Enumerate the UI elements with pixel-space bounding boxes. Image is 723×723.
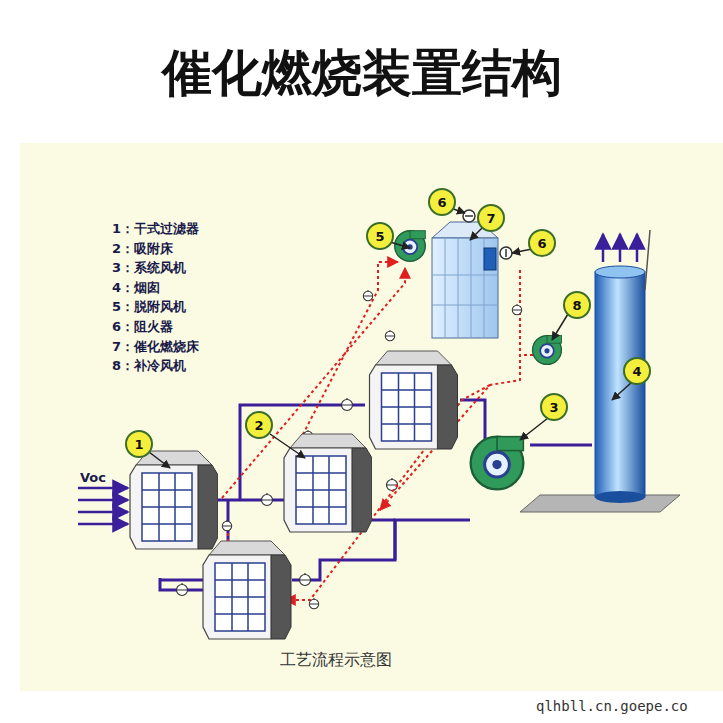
legend-item: 7：催化燃烧床 — [112, 338, 199, 356]
callout-text: 6 — [437, 195, 446, 210]
callout-text: 4 — [632, 364, 641, 379]
legend-item: 2：吸附床 — [112, 240, 173, 258]
callout-number: 3 — [540, 393, 568, 421]
inlet-label: Voc — [80, 470, 106, 485]
callout-text: 6 — [537, 236, 546, 251]
legend-item: 6：阻火器 — [112, 318, 173, 336]
callout-number: 1 — [125, 430, 153, 458]
callout-text: 8 — [572, 298, 581, 313]
figure-caption: 工艺流程示意图 — [280, 650, 392, 671]
callout-text: 3 — [549, 400, 558, 415]
callout-number: 2 — [245, 411, 273, 439]
legend-item: 3：系统风机 — [112, 259, 186, 277]
legend-item: 5：脱附风机 — [112, 298, 186, 316]
callout-number: 7 — [477, 204, 505, 232]
legend-item: 1：干式过滤器 — [112, 220, 199, 238]
callout-text: 5 — [375, 229, 384, 244]
page-title: 催化燃烧装置结构 — [162, 40, 562, 107]
callout-number: 8 — [563, 291, 591, 319]
legend-item: 8：补冷风机 — [112, 357, 186, 375]
watermark: qlhbll.cn.goepe.co — [536, 698, 688, 714]
callout-number: 5 — [366, 222, 394, 250]
callout-number: 4 — [623, 357, 651, 385]
callout-text: 1 — [134, 437, 143, 452]
callout-text: 7 — [486, 211, 495, 226]
callout-number: 6 — [428, 188, 456, 216]
callout-text: 2 — [254, 418, 263, 433]
callout-number: 6 — [528, 229, 556, 257]
legend-item: 4：烟囱 — [112, 279, 160, 297]
